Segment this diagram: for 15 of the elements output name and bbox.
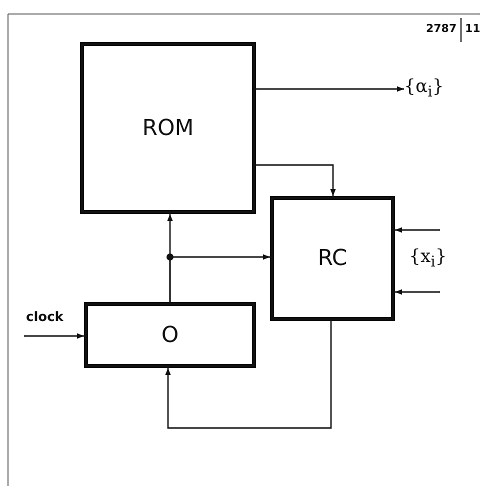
signal-label: {α$_{i}$} [404, 76, 444, 101]
signal-label: {x$_{i}$} [409, 246, 447, 271]
process-box: ROM [80, 42, 256, 214]
arrow [395, 227, 440, 233]
arrow [256, 164, 336, 196]
figure-number: 11 [465, 22, 480, 35]
figure-number: 2787 [426, 22, 457, 35]
edge-label: clock [26, 310, 64, 325]
arrow [165, 321, 332, 429]
arrow [169, 254, 270, 302]
process-box: RC [270, 196, 395, 321]
arrow [24, 333, 84, 339]
arrow [395, 289, 440, 295]
arrow [256, 86, 404, 92]
process-box: O [84, 302, 256, 368]
